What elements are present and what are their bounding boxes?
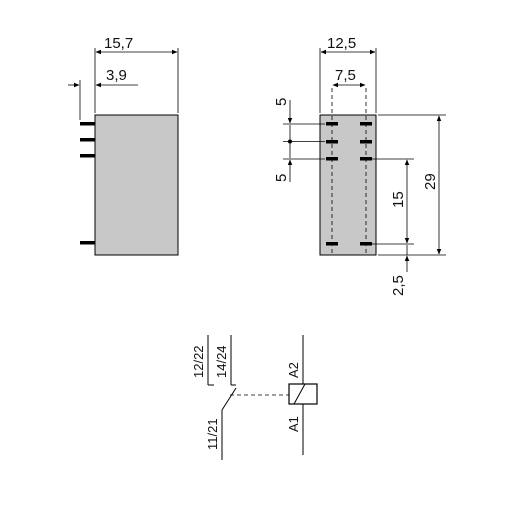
terminal-common-label: 11/21 — [205, 418, 220, 450]
pin-l4 — [326, 242, 338, 246]
dim-pin-offset: 3,9 — [106, 67, 127, 84]
terminal-nc-label: 12/22 — [191, 345, 206, 378]
dim-pin-span: 15 — [390, 191, 407, 208]
pin-side-1 — [80, 122, 95, 126]
pin-side-4 — [80, 241, 95, 245]
switch-blade — [221, 387, 237, 411]
pin-view: 12,5 7,5 5 5 15 29 2,5 — [273, 35, 446, 296]
coil-winding-mark — [293, 383, 306, 405]
dim-pitch-second: 5 — [273, 174, 290, 182]
relay-schematic: 12/22 14/24 11/21 A2 A1 — [191, 335, 318, 460]
dim-overall-width: 15,7 — [104, 35, 133, 52]
relay-body-side — [94, 114, 179, 256]
terminal-no-label: 14/24 — [214, 345, 229, 378]
dim-row-spacing: 7,5 — [335, 67, 356, 84]
dim-body-height: 29 — [422, 173, 439, 190]
dim-bottom-offset: 2,5 — [390, 275, 407, 296]
side-view: 15,7 3,9 — [68, 35, 179, 256]
pin-side-2 — [80, 138, 95, 142]
dim-overall-width-pins: 12,5 — [327, 35, 356, 52]
pin-l2 — [326, 140, 338, 144]
pin-side-3 — [80, 154, 95, 158]
pin-l3 — [326, 157, 338, 161]
pin-r2 — [360, 140, 372, 144]
pin-l1 — [326, 122, 338, 126]
pin-r4 — [360, 242, 372, 246]
terminal-a2-label: A2 — [286, 362, 301, 378]
terminal-a1-label: A1 — [286, 416, 301, 432]
relay-body-pins — [319, 114, 377, 256]
pin-r3 — [360, 157, 372, 161]
dim-pitch-top: 5 — [273, 98, 290, 106]
pin-r1 — [360, 122, 372, 126]
pitch-dot — [288, 139, 292, 144]
